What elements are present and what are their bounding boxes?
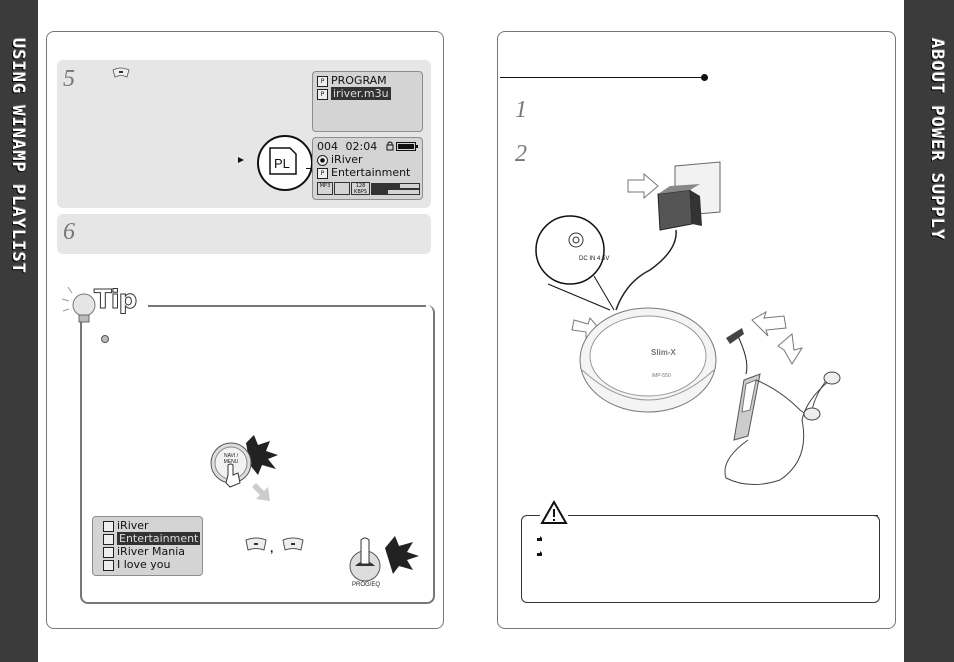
track-number: 004 (317, 140, 338, 153)
power-supply-illustration (535, 161, 841, 485)
file-icon (103, 520, 114, 532)
playlist-item-1: iRiver (103, 519, 149, 532)
next-button-icon (282, 537, 304, 551)
pl-icon-label: PL (274, 156, 290, 171)
section-underline (500, 77, 705, 78)
lcd-playlist-file: iriver.m3u (331, 87, 391, 100)
section-underline-dot (701, 74, 708, 81)
pl-small-icon: P (317, 167, 328, 179)
progress-bar (371, 189, 420, 195)
program-icon: P (317, 75, 328, 87)
lcd-program-text: PROGRAM (331, 74, 387, 87)
warning-icon (540, 500, 568, 526)
playlist-item-3: iRiver Mania (103, 545, 185, 558)
lcd-artist: iRiver (331, 153, 363, 166)
left-side-title: USING WINAMP PLAYLIST (8, 38, 28, 274)
step-6-number: 6 (63, 219, 75, 245)
player-model-label: iMP-550 (652, 373, 671, 379)
hand-pointer-icon (537, 536, 542, 541)
play-time: 02:04 (345, 140, 378, 153)
step-6-box (57, 214, 431, 254)
lcd-artist-line: ●iRiver (317, 153, 363, 166)
player-brand-label: Slim-X (651, 348, 676, 357)
pl-icon: PL (269, 147, 297, 175)
mp3-badge: MP3 (317, 182, 333, 195)
playlist-item-4: I love you (103, 558, 171, 571)
prog-eq-label: PROG/EQ (352, 582, 381, 588)
step-1-number: 1 (515, 97, 527, 123)
battery-icon (396, 142, 418, 151)
playlist-item-2: Entertainment (103, 532, 201, 545)
step-5-number: 5 (63, 66, 75, 92)
playlist-item-text: iRiver (117, 519, 149, 532)
caution-box (521, 515, 880, 603)
artist-icon: ● (317, 154, 328, 166)
dc-in-label: DC IN 4.5V (579, 256, 610, 262)
lightbulb-icon (61, 286, 96, 323)
comma-separator: , (270, 541, 274, 555)
skip-button-icon (112, 67, 130, 78)
file-icon (103, 546, 114, 558)
down-arrow-icon (252, 483, 270, 501)
lcd-title: Entertainment (331, 166, 411, 179)
pointer-arrow-icon (238, 157, 244, 163)
file-icon (103, 533, 114, 545)
navi-menu-label: NAVI / MENU (223, 453, 239, 465)
prog-eq-button-illustration (349, 536, 419, 582)
playlist-icon: P (317, 88, 328, 100)
tip-bullet (101, 335, 109, 343)
right-side-tab: ABOUT POWER SUPPLY (904, 0, 954, 662)
file-icon (103, 559, 114, 571)
tip-frame (80, 305, 435, 604)
right-side-title: ABOUT POWER SUPPLY (927, 38, 947, 241)
bitrate-unit: KBPS (354, 189, 367, 195)
step-2-number: 2 (515, 141, 527, 167)
tip-label: Tip (93, 285, 137, 316)
prev-button-icon (245, 537, 267, 551)
caution-header-line (636, 515, 878, 516)
volume-bar (371, 183, 420, 189)
hand-pointer-icon (537, 551, 542, 556)
bitrate-value: 128 (355, 183, 366, 189)
playlist-item-text: I love you (117, 558, 171, 571)
eq-badge (334, 182, 350, 195)
lcd-status-line: 004 02:04 (317, 140, 377, 153)
playlist-item-text: iRiver Mania (117, 545, 186, 558)
left-side-tab: USING WINAMP PLAYLIST (0, 0, 38, 662)
callout-line (306, 168, 314, 169)
playlist-screen: iRiver Entertainment iRiver Mania I love… (92, 516, 203, 576)
lock-icon (386, 141, 394, 151)
tip-header-line (148, 305, 426, 307)
navi-menu-button-illustration (210, 435, 278, 488)
playlist-item-selected: Entertainment (117, 532, 201, 545)
